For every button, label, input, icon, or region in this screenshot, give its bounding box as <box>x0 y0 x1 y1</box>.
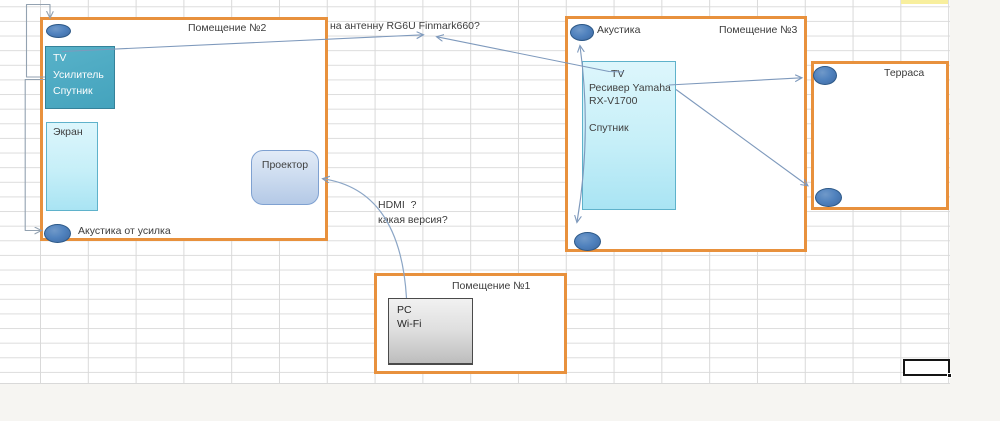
room3-title: Помещение №3 <box>719 24 798 36</box>
room2-top-speaker-ellipse[interactable] <box>46 24 71 38</box>
hdmi-annotation-line1[interactable]: HDMI ? <box>378 199 417 211</box>
room2-bottom-speaker-ellipse[interactable] <box>44 224 71 243</box>
selected-cell[interactable] <box>903 359 952 378</box>
terrace-bottom-speaker-ellipse[interactable] <box>815 188 842 207</box>
receiver-line: Ресивер Yamaha <box>589 81 671 94</box>
room3-bottom-speaker-ellipse[interactable] <box>574 232 601 251</box>
terrace-top-speaker-ellipse[interactable] <box>813 66 837 85</box>
antenna-annotation[interactable]: на антенну RG6U Finmark660? <box>330 20 480 32</box>
room3-top-speaker-ellipse[interactable] <box>570 24 594 41</box>
yellow-highlighted-cell[interactable] <box>901 0 948 4</box>
room2-title: Помещение №2 <box>188 22 267 34</box>
tv-box-line: Спутник <box>53 85 93 97</box>
room2-speaker-label: Акустика от усилка <box>78 225 171 237</box>
room3-speaker-label: Акустика <box>597 24 641 36</box>
fill-handle[interactable] <box>947 373 952 378</box>
pc-box-line: Wi-Fi <box>397 318 422 330</box>
room1-title: Помещение №1 <box>452 280 531 292</box>
tv-box-line: Усилитель <box>53 68 104 81</box>
projector-box[interactable]: Проектор <box>251 150 319 205</box>
receiver-line: TV <box>611 68 625 80</box>
pc-box-line: PC <box>397 304 412 316</box>
receiver-yamaha-box[interactable]: TV Ресивер Yamaha RX-V1700 Спутник <box>582 61 676 210</box>
screen-label: Экран <box>53 126 83 138</box>
terrace-frame[interactable]: Терраса <box>811 61 949 210</box>
projector-label: Проектор <box>261 159 309 171</box>
receiver-line: RX-V1700 <box>589 95 638 107</box>
tv-amplifier-satellite-box[interactable]: TV Усилитель Спутник <box>45 46 115 109</box>
hdmi-annotation-line2[interactable]: какая версия? <box>378 214 448 226</box>
tv-box-line: TV <box>53 52 67 64</box>
pc-wifi-box[interactable]: PC Wi-Fi <box>388 298 473 365</box>
terrace-title: Терраса <box>884 67 925 79</box>
screen-box[interactable]: Экран <box>46 122 98 211</box>
receiver-line: Спутник <box>589 121 629 134</box>
